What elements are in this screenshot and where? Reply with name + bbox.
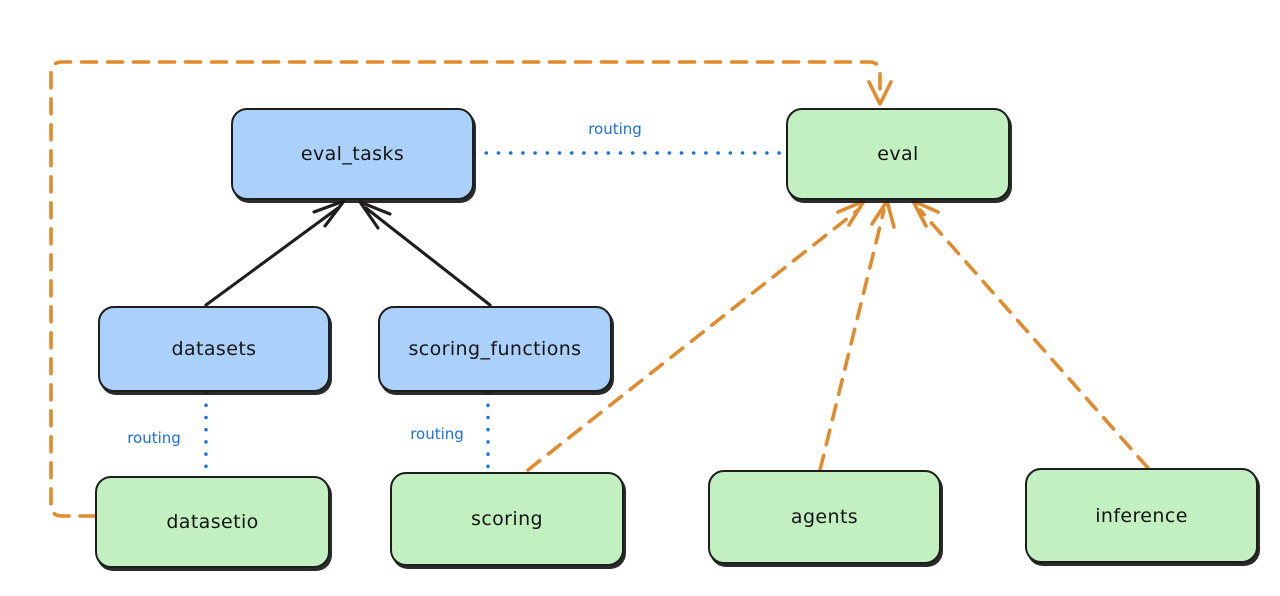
edge-label-routing-eval-tasks-eval: routing: [588, 120, 642, 138]
node-eval[interactable]: eval: [786, 108, 1010, 200]
edge-label-routing-datasets-datasetio: routing: [127, 429, 181, 447]
node-eval-tasks[interactable]: eval_tasks: [231, 108, 474, 200]
edge-datasets-to-eval_tasks: [204, 199, 346, 307]
node-scoring[interactable]: scoring: [390, 472, 624, 566]
edge-scoring_functions-to-eval_tasks: [358, 200, 492, 307]
edge-inference-to-eval: [911, 199, 1150, 470]
node-label-inference: inference: [1095, 504, 1188, 527]
node-label-eval: eval: [877, 143, 919, 165]
node-label-eval-tasks: eval_tasks: [300, 143, 405, 165]
edge-scoring-to-eval: [526, 199, 866, 472]
edge-label-routing-scoring-functions-scoring: routing: [410, 425, 464, 443]
edge-datasetio-to-eval: [49, 60, 893, 518]
node-datasets[interactable]: datasets: [98, 306, 330, 392]
node-label-agents: agents: [790, 506, 859, 528]
node-agents[interactable]: agents: [708, 470, 941, 564]
node-label-scoring-functions: scoring_functions: [408, 338, 582, 360]
node-label-datasets: datasets: [171, 338, 257, 360]
node-label-scoring: scoring: [471, 508, 543, 530]
node-scoring-functions[interactable]: scoring_functions: [378, 306, 612, 392]
node-inference[interactable]: inference: [1025, 468, 1258, 563]
edge-agents-to-eval: [818, 199, 896, 472]
node-label-datasetio: datasetio: [166, 511, 259, 533]
node-datasetio[interactable]: datasetio: [95, 476, 330, 568]
